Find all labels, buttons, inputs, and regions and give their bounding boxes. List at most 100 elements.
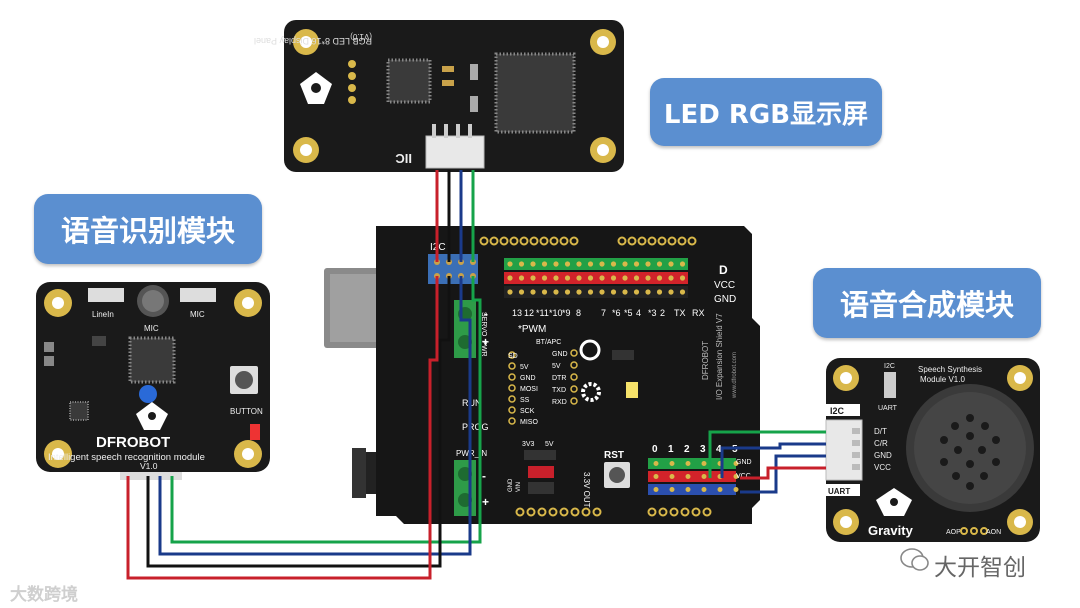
digital-pin-label: 8	[576, 308, 581, 318]
tts-uart-side-label: UART	[828, 487, 850, 496]
tts-logo-icon	[876, 488, 912, 516]
tts-aop-label: AOP	[946, 529, 961, 536]
out-label: 3.3V OUT	[582, 472, 591, 508]
digital-pin-label: *5	[624, 308, 633, 318]
digital-pin-label: *6	[612, 308, 621, 318]
sd-pin-label: SD	[508, 353, 518, 360]
bt-pin-label: 5V	[552, 363, 561, 370]
asr-button-label: BUTTON	[230, 407, 263, 416]
callout-speech-recognition: 语音识别模块	[34, 194, 262, 264]
asr-brand: DFROBOT	[96, 434, 170, 451]
tts-pin-label: C/R	[874, 439, 888, 448]
sd-pin-label: SCK	[520, 408, 535, 415]
pin-rows	[504, 258, 688, 298]
digital-pin-label: RX	[692, 308, 705, 318]
watermark-right: 大开智创	[934, 555, 1026, 581]
led-panel-logo-icon	[300, 72, 332, 104]
callout-speech-synthesis: 语音合成模块	[813, 268, 1041, 338]
sd-pin-label: SS	[520, 397, 530, 404]
bt-pin-label: DTR	[552, 375, 566, 382]
asr-linein-label: LineIn	[92, 310, 114, 319]
gnd-label: GND	[508, 478, 514, 492]
tts-pin-labels: D/T C/R GND VCC	[852, 427, 892, 472]
tts-title-line2: Module V1.0	[920, 375, 965, 384]
tts-i2c-side-label: I2C	[830, 406, 845, 416]
analog-pin-label: 1	[668, 444, 674, 455]
tts-title-line1: Speech Synthesis	[918, 365, 982, 374]
digital-pin-label: 13	[512, 308, 522, 318]
tts-pin-label: VCC	[874, 463, 891, 472]
asr-caption: Intelligent speech recognition module	[48, 452, 205, 463]
wechat-icon	[900, 548, 929, 571]
prog-label: PROG	[462, 422, 489, 432]
rail-d-label: D	[719, 263, 728, 277]
vin-label: VIN	[516, 482, 522, 492]
sd-pin-label: MOSI	[520, 386, 538, 393]
bt-pin-label: RXD	[552, 399, 567, 406]
led-panel-title: RGB LED 8*16 Display Panel	[254, 36, 372, 46]
digital-pin-label: *10	[549, 308, 563, 318]
tts-aon-label: AON	[986, 529, 1001, 536]
tts-pin-label: D/T	[874, 427, 887, 436]
digital-pin-label: *9	[562, 308, 571, 318]
asr-button-icon[interactable]	[230, 366, 258, 394]
pwr-in-label: PWR_IN	[456, 449, 487, 458]
servo-pwr-label: SERVO_PWR	[480, 312, 487, 357]
sd-pin-label: 5V	[520, 364, 529, 371]
microphone-icon	[137, 285, 169, 317]
rail-gnd-label: GND	[714, 294, 736, 305]
pwm-label: *PWM	[518, 324, 546, 335]
callout-led-display: LED RGB显示屏	[650, 78, 882, 146]
asr-mic-left-label: MIC	[144, 324, 159, 333]
led-panel-iic: IIC	[395, 151, 412, 166]
svg-text:-: -	[482, 469, 486, 483]
digital-pin-label: *11	[536, 308, 549, 318]
watermark-left: 大数跨境	[10, 585, 78, 605]
rst-label: RST	[604, 450, 624, 461]
digital-pin-label: 12	[524, 308, 534, 318]
reset-button-icon[interactable]	[604, 462, 630, 488]
shield-site: www.dfrobot.com	[732, 352, 738, 399]
tts-pin-label: GND	[874, 451, 892, 460]
bt-apc-label: BT/APC	[536, 339, 561, 346]
speech-recognition-module: LineIn MIC MIC BUTTON DFROBOT Intelligen…	[36, 282, 270, 480]
digital-pin-label: 7	[601, 308, 606, 318]
bt-pin-label: GND	[552, 351, 568, 358]
analog-pin-label: 2	[684, 444, 690, 455]
bt-pin-label: TXD	[552, 387, 566, 394]
bt-pin-block: GND 5V DTR TXD RXD	[552, 349, 578, 406]
svg-text:-: -	[484, 307, 488, 321]
v33-label: 3V3	[522, 441, 535, 448]
svg-text:+: +	[482, 495, 489, 509]
run-label: RUN	[462, 398, 482, 408]
digital-pin-label: 2	[660, 308, 665, 318]
wires	[126, 170, 826, 580]
status-led-icon	[139, 385, 157, 403]
digital-pin-label: *3	[648, 308, 657, 318]
speaker-icon	[906, 384, 1034, 512]
shield-name: I/O Expansion Shield V7	[715, 313, 724, 400]
tts-uart-top-label: UART	[878, 405, 898, 412]
analog-pin-label: 4	[716, 444, 722, 455]
speech-synthesis-module: I2C UART Speech Synthesis Module V1.0 I2…	[825, 358, 1040, 542]
tts-i2c-top-label: I2C	[884, 363, 895, 370]
asr-logo-icon	[136, 402, 168, 430]
bottom-header	[515, 507, 712, 517]
svg-text:+: +	[482, 335, 489, 349]
rail-vcc-label: VCC	[714, 280, 735, 291]
led-panel-connector	[425, 124, 485, 169]
digital-pin-label: TX	[674, 308, 686, 318]
v5-label: 5V	[545, 441, 554, 448]
shield-brand: DFROBOT	[701, 341, 710, 380]
sd-pin-label: MISO	[520, 419, 538, 426]
asr-mic-right-label: MIC	[190, 310, 205, 319]
analog-pin-label: 3	[700, 444, 706, 455]
sd-pin-label: GND	[520, 375, 536, 382]
analog-pin-label: 0	[652, 444, 658, 455]
tts-brand: Gravity	[868, 523, 914, 538]
digital-pin-label: 4	[636, 308, 641, 318]
digital-header	[479, 236, 697, 246]
